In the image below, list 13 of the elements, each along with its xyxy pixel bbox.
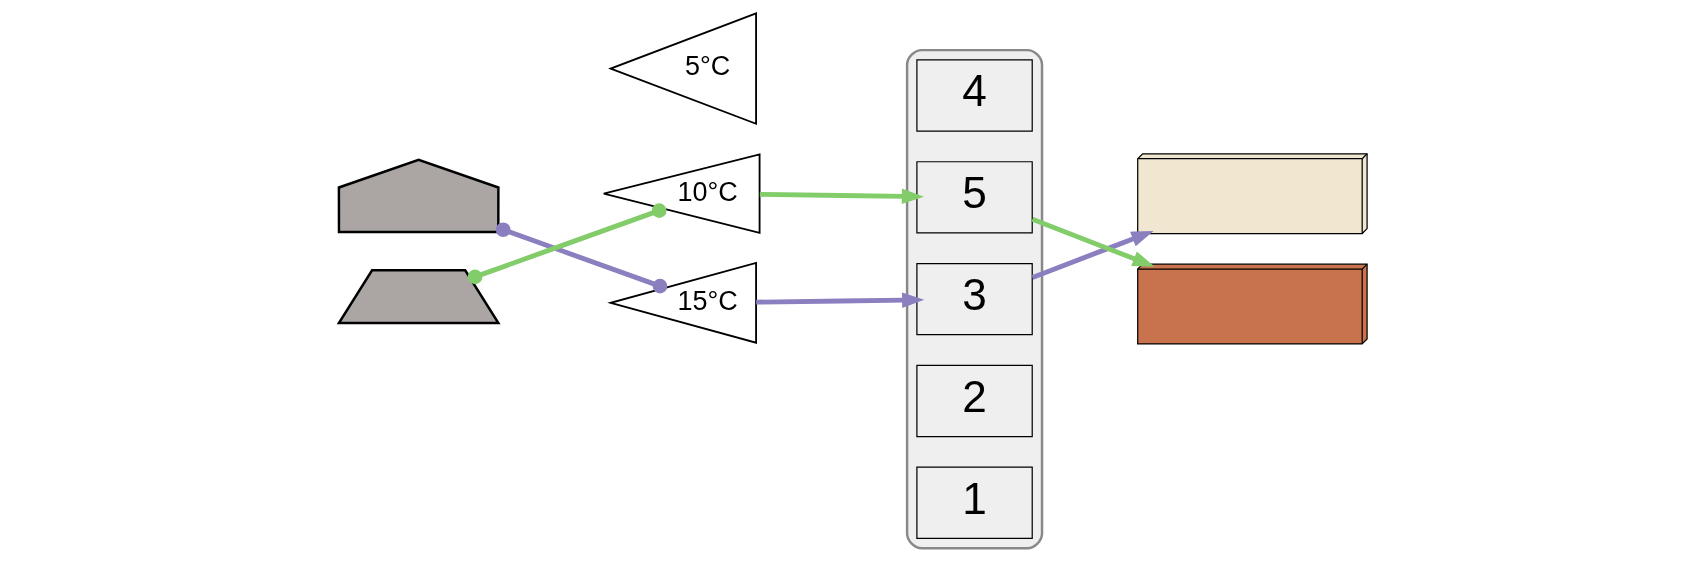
arrow (756, 292, 925, 308)
node-box: 5 (916, 161, 1033, 234)
node-box: 1 (916, 466, 1033, 539)
connector (495, 222, 668, 294)
connector (467, 203, 667, 285)
arrow (1031, 217, 1155, 267)
node-polygon (337, 158, 500, 234)
node-box: 2 (916, 364, 1033, 438)
arrow (1031, 231, 1154, 280)
arrow (759, 188, 924, 205)
node-box: 4 (916, 59, 1033, 132)
cluster (905, 48, 1044, 550)
node-box: 3 (916, 262, 1033, 336)
